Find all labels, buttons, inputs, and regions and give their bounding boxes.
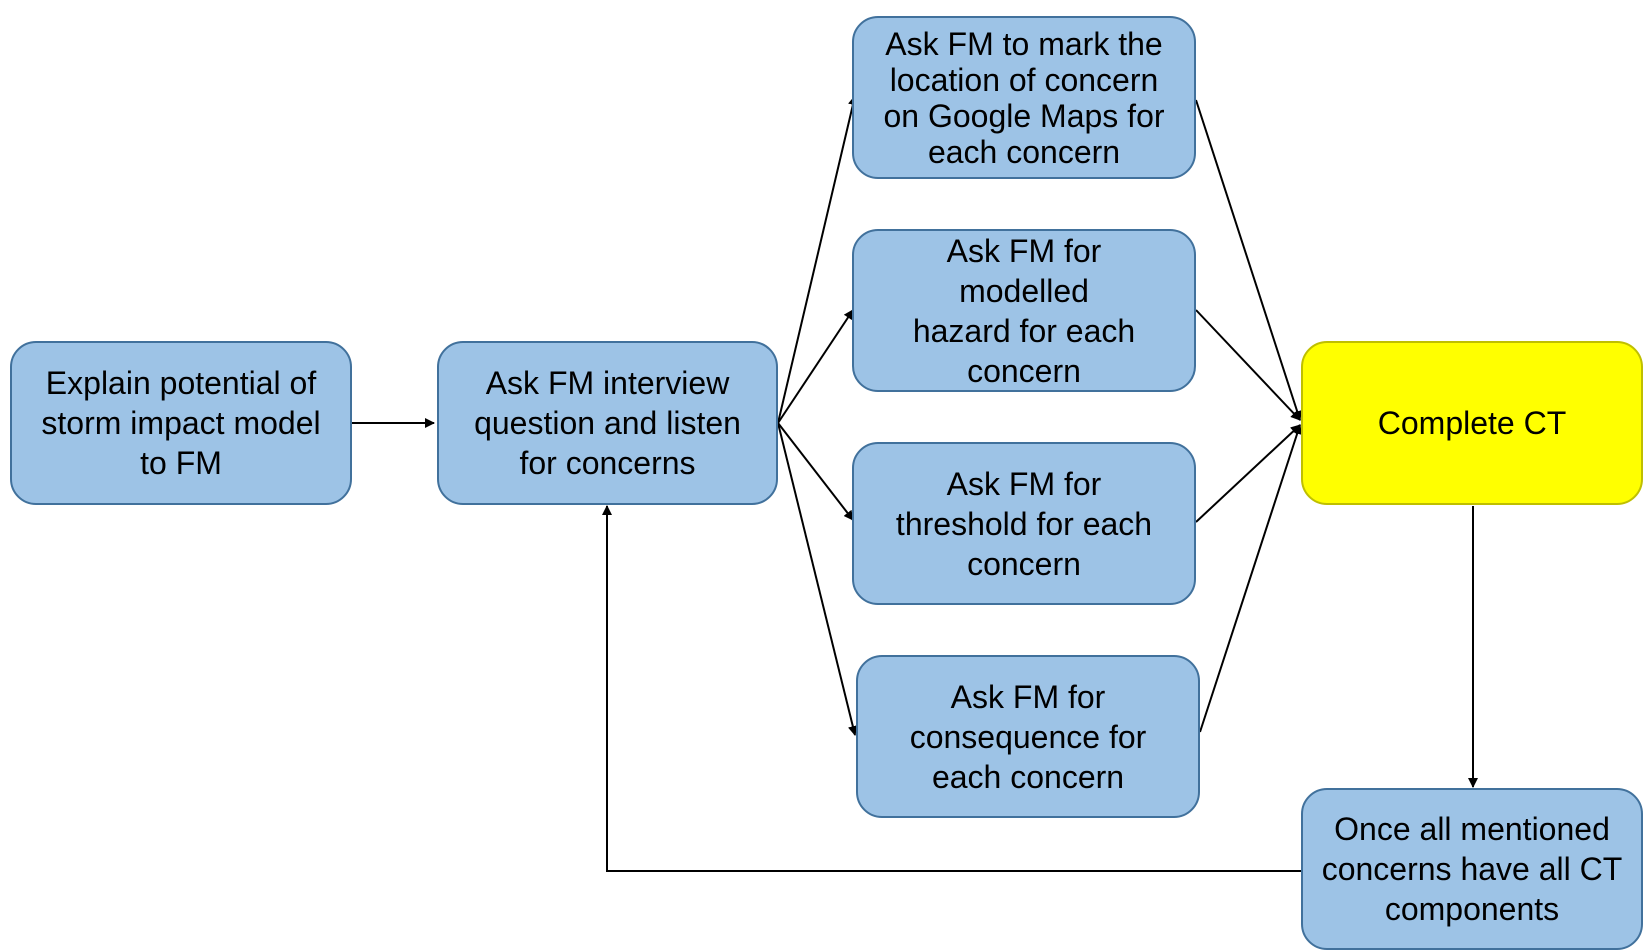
edge-interview-to-location <box>777 95 858 424</box>
edge-consequence-to-complete <box>1199 424 1302 733</box>
node-interview: Ask FM interview question and listen for… <box>437 341 778 505</box>
edge-once-all-to-interview <box>602 505 1302 872</box>
edge-interview-to-hazard <box>777 309 854 424</box>
edge-location-to-complete <box>1195 99 1302 421</box>
node-complete: Complete CT <box>1301 341 1643 505</box>
node-hazard-label: Ask FM for modelled hazard for each conc… <box>912 232 1136 389</box>
node-consequence: Ask FM for consequence for each concern <box>856 655 1200 818</box>
edge-interview-to-consequence <box>777 422 858 736</box>
edge-hazard-to-complete <box>1195 309 1301 421</box>
node-threshold-label: Ask FM for threshold for each concern <box>895 465 1153 582</box>
node-once-all: Once all mentioned concerns have all CT … <box>1301 788 1643 950</box>
node-explain-label: Explain potential of storm impact model … <box>41 365 321 481</box>
edge-threshold-to-complete <box>1195 424 1301 523</box>
node-complete-label: Complete CT <box>1377 405 1567 441</box>
node-explain: Explain potential of storm impact model … <box>10 341 352 505</box>
node-hazard: Ask FM for modelled hazard for each conc… <box>852 229 1196 392</box>
node-location: Ask FM to mark the location of concern o… <box>852 16 1196 179</box>
node-threshold: Ask FM for threshold for each concern <box>852 442 1196 605</box>
node-interview-label: Ask FM interview question and listen for… <box>474 365 741 481</box>
node-once-all-label: Once all mentioned concerns have all CT … <box>1321 811 1623 927</box>
edge-interview-to-threshold <box>777 422 854 521</box>
node-consequence-label: Ask FM for consequence for each concern <box>909 678 1147 795</box>
node-location-label: Ask FM to mark the location of concern o… <box>883 25 1165 170</box>
